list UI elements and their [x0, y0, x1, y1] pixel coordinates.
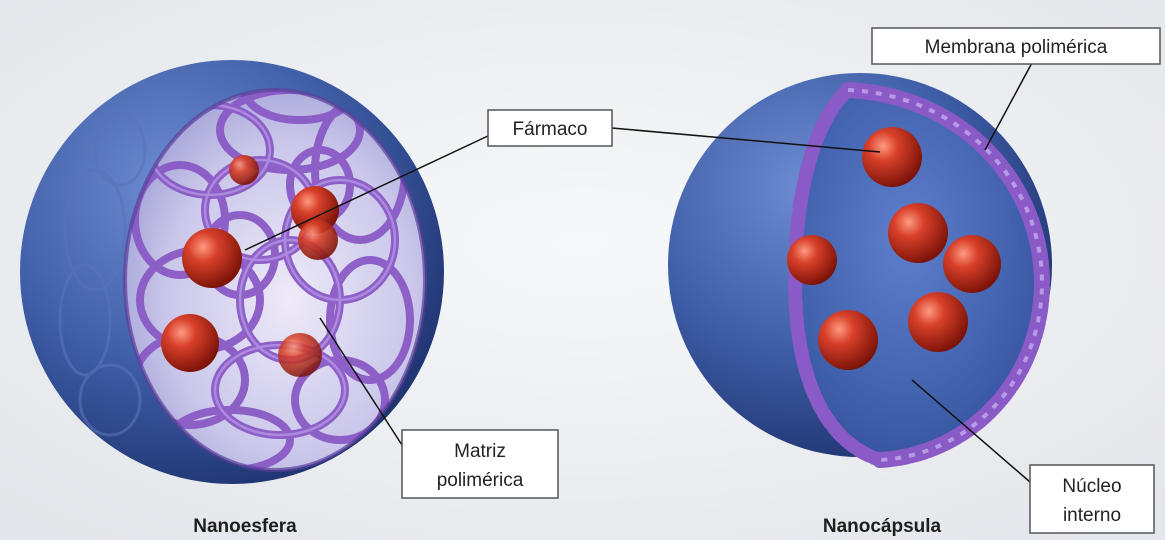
label-nucleo-line2: interno: [1063, 505, 1121, 526]
label-matriz-line2: polimérica: [437, 470, 524, 491]
label-nucleo: Núcleo interno: [1030, 465, 1154, 533]
drug-particle: [161, 314, 219, 372]
drug-particle: [229, 155, 259, 185]
drug-particle: [787, 235, 837, 285]
label-nucleo-line1: Núcleo: [1062, 476, 1121, 497]
caption-nanocapsula: Nanocápsula: [823, 516, 942, 537]
nanoesfera-illustration: [20, 60, 444, 484]
drug-particle: [943, 235, 1001, 293]
label-farmaco-text: Fármaco: [513, 119, 588, 140]
drug-particle: [862, 127, 922, 187]
label-farmaco: Fármaco: [488, 110, 612, 146]
drug-particle: [818, 310, 878, 370]
label-membrana: Membrana polimérica: [872, 28, 1160, 64]
drug-particle: [278, 333, 322, 377]
drug-particle: [888, 203, 948, 263]
drug-particle: [908, 292, 968, 352]
label-matriz-line1: Matriz: [454, 441, 506, 462]
caption-nanoesfera: Nanoesfera: [193, 516, 297, 537]
drug-particle: [182, 228, 242, 288]
label-membrana-text: Membrana polimérica: [925, 37, 1108, 58]
drug-particle: [298, 220, 338, 260]
label-matriz: Matriz polimérica: [402, 430, 558, 498]
